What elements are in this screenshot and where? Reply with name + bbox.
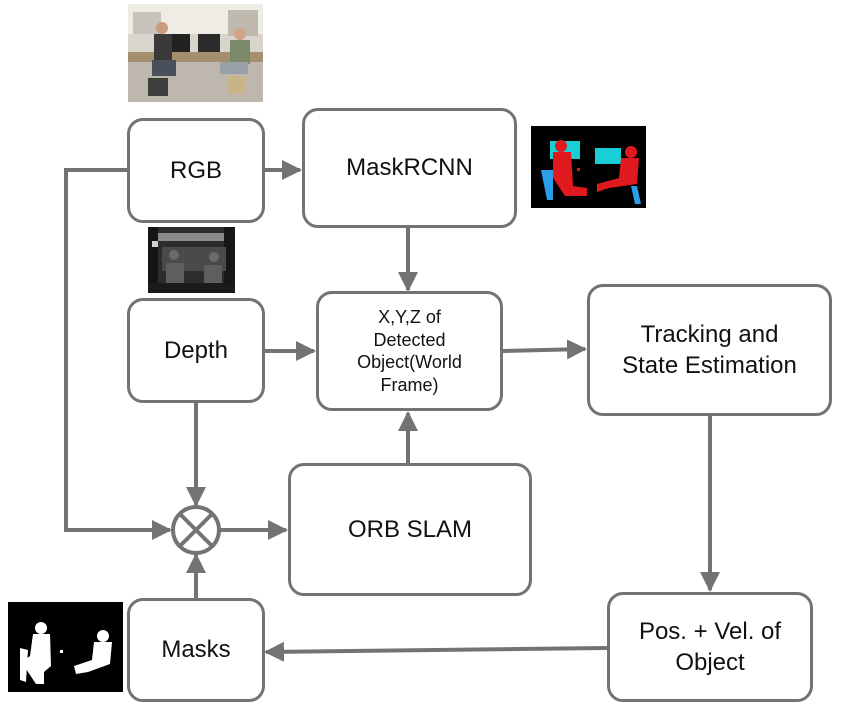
rgb-label: RGB: [169, 156, 222, 184]
arrow-xyz-to-tracking: [502, 339, 587, 360]
tracking-label: Tracking and State Estimation: [622, 320, 797, 379]
segmentation-thumbnail: [531, 126, 646, 208]
posvel-node: Pos. + Vel. of Object: [607, 592, 813, 702]
posvel-label: Pos. + Vel. of Object: [638, 617, 782, 676]
rgb-node: RGB: [127, 118, 265, 223]
binary-masks-thumbnail: [8, 602, 123, 692]
masks-label: Masks: [161, 636, 231, 664]
depth-map-thumbnail: [148, 227, 235, 293]
depth-label: Depth: [163, 336, 229, 364]
masks-node: Masks: [127, 598, 265, 702]
orbslam-label: ORB SLAM: [347, 515, 473, 543]
xyz-node: X,Y,Z of Detected Object(World Frame): [316, 291, 503, 411]
maskrcnn-node: MaskRCNN: [302, 108, 517, 228]
xyz-label: X,Y,Z of Detected Object(World Frame): [357, 307, 462, 395]
tracking-node: Tracking and State Estimation: [587, 284, 832, 416]
orbslam-node: ORB SLAM: [288, 463, 532, 596]
rgb-photo-thumbnail: [128, 4, 263, 102]
depth-node: Depth: [127, 298, 265, 403]
arrow-rgb-to-combiner: [64, 168, 172, 540]
maskrcnn-label: MaskRCNN: [346, 154, 473, 182]
combiner-symbol: [171, 505, 221, 555]
arrow-posvel-to-masks: [264, 641, 608, 662]
